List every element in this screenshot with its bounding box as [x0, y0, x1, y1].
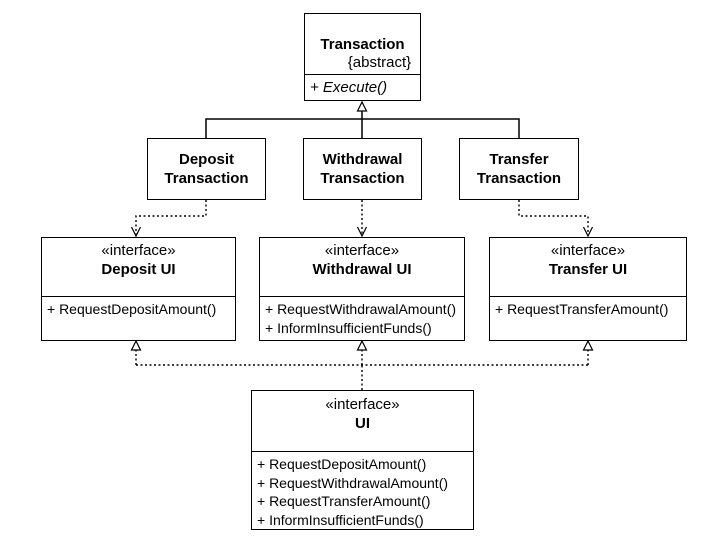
operations-compartment: + RequestTransferAmount()	[490, 296, 686, 319]
class-name-line1: Deposit	[178, 151, 234, 168]
class-name-line2: Transaction	[320, 170, 405, 187]
stereotype-label: «interface»	[550, 242, 626, 259]
realization-arrowhead-withdrawal	[356, 339, 368, 351]
operation: + RequestTransferAmount()	[495, 301, 669, 317]
realization-arrowhead-transfer	[582, 339, 594, 351]
interface-withdrawal-ui: «interface» Withdrawal UI + RequestWithd…	[259, 237, 465, 341]
class-deposit-transaction: Deposit Transaction	[147, 138, 266, 200]
generalization-line-transfer	[362, 118, 520, 139]
class-header: Withdrawal Transaction	[304, 139, 421, 188]
stereotype-label: «interface»	[101, 242, 176, 259]
operation: + RequestDepositAmount()	[47, 301, 217, 317]
operation: + RequestDepositAmount()	[257, 456, 427, 472]
dependency-arrowheads	[130, 226, 594, 238]
interface-deposit-ui: «interface» Deposit UI + RequestDepositA…	[41, 237, 236, 341]
dependency-arrowhead-deposit	[130, 226, 142, 238]
operations-compartment: + RequestDepositAmount() + RequestWithdr…	[252, 451, 473, 529]
class-name-line2: Transaction	[476, 170, 562, 187]
interface-name: UI	[355, 415, 370, 432]
stereotype-label: «interface»	[325, 396, 400, 413]
interface-transfer-ui: «interface» Transfer UI + RequestTransfe…	[489, 237, 687, 341]
realization-edges	[135, 350, 589, 390]
class-header: Transfer Transaction	[460, 139, 578, 188]
interface-name: Deposit UI	[101, 261, 176, 278]
class-withdrawal-transaction: Withdrawal Transaction	[303, 138, 422, 200]
interface-ui: «interface» UI + RequestDepositAmount() …	[251, 390, 474, 530]
class-header: Deposit Transaction	[148, 139, 265, 188]
operation: + RequestTransferAmount()	[257, 493, 431, 509]
class-transaction-header: Transaction {abstract}	[305, 14, 420, 74]
class-name-line1: Withdrawal	[322, 151, 403, 168]
realization-arrowheads	[130, 339, 594, 351]
class-name: Transaction	[320, 36, 405, 53]
interface-header: «interface» Withdrawal UI	[260, 238, 464, 296]
operation: + RequestWithdrawalAmount()	[265, 301, 457, 317]
interface-header: «interface» Deposit UI	[42, 238, 235, 296]
dependency-edges	[135, 200, 589, 235]
operations-compartment: + RequestWithdrawalAmount() + InformInsu…	[260, 296, 464, 337]
class-name-line2: Transaction	[164, 170, 249, 187]
interface-header: «interface» Transfer UI	[490, 238, 686, 296]
generalization-edges	[205, 111, 520, 139]
dependency-arrowhead-transfer	[582, 226, 594, 238]
interface-header: «interface» UI	[252, 391, 473, 451]
class-transfer-transaction: Transfer Transaction	[459, 138, 579, 200]
operation: + Execute()	[310, 79, 388, 96]
generalization-line-deposit	[205, 118, 362, 139]
operations-compartment: + Execute()	[305, 74, 420, 98]
class-transaction: Transaction {abstract} + Execute()	[304, 13, 421, 101]
dependency-line-deposit	[135, 200, 207, 235]
dependency-arrowhead-withdrawal	[356, 226, 368, 238]
operation: + RequestWithdrawalAmount()	[257, 474, 449, 491]
operations-compartment: + RequestDepositAmount()	[42, 296, 235, 319]
stereotype-label: «interface»	[324, 242, 400, 259]
dependency-line-transfer	[518, 200, 589, 235]
interface-name: Transfer UI	[548, 261, 628, 278]
realization-arrowhead-deposit	[130, 339, 142, 351]
operation: + InformInsufficientFunds()	[257, 511, 424, 528]
generalization-arrowhead	[356, 100, 368, 112]
abstract-tag: {abstract}	[347, 54, 412, 71]
operation: + InformInsufficientFunds()	[265, 319, 432, 336]
interface-name: Withdrawal UI	[312, 261, 412, 278]
class-name-line1: Transfer	[489, 151, 549, 168]
